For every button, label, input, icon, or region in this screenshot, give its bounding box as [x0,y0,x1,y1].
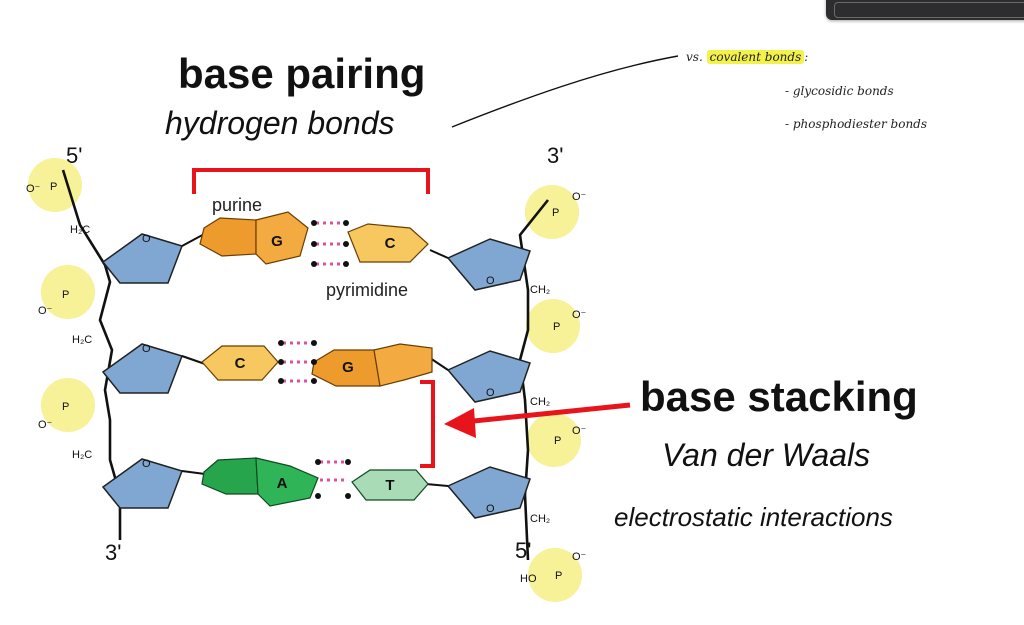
svg-text:H₂C: H₂C [70,224,90,236]
svg-text:H₂C: H₂C [72,334,92,346]
svg-text:P: P [553,321,560,333]
svg-text:P: P [554,435,561,447]
svg-text:P: P [62,289,69,301]
end-label-5-top: 5' [66,143,83,168]
svg-text:O: O [142,233,151,245]
svg-text:O: O [486,387,495,399]
base-letter: C [235,355,246,372]
pyrimidine-label: pyrimidine [326,280,408,300]
base-pairing-title: base pairing [178,50,426,97]
end-label-3-top: 3' [547,143,564,168]
base-letter: G [342,359,354,376]
phosphate-group [525,185,582,602]
pyrimidine-base-T [351,469,429,501]
handwritten-glycosidic: - glycosidic bonds [785,84,894,98]
svg-text:O⁻: O⁻ [572,191,587,203]
svg-text:O⁻: O⁻ [572,309,587,321]
pyrimidine-base-C [347,223,429,263]
base-stacking-title: base stacking [640,373,918,420]
handwritten-covalent-line: vs. covalent bonds: [686,50,809,64]
svg-text:O: O [486,275,495,287]
stacking-arrow [463,402,631,425]
sugar-ring [446,238,531,519]
purine-label: purine [212,195,262,215]
svg-text:O⁻: O⁻ [572,425,587,437]
svg-text:O⁻: O⁻ [26,183,41,195]
purine-base-G [199,211,309,265]
base-letter: C [385,235,396,252]
corner-window-bar [826,0,1024,20]
sugar-ring [101,233,183,509]
svg-text:CH₂: CH₂ [530,513,550,525]
svg-text:P: P [62,401,69,413]
chemical-labels: H₂C H₂C H₂C CH₂ CH₂ CH₂ O O O O O O P P … [26,181,587,585]
svg-text:CH₂: CH₂ [530,284,550,296]
svg-text:CH₂: CH₂ [530,396,550,408]
base-stacking-subtitle-2: electrostatic interactions [614,502,893,532]
base-stacking-subtitle: Van der Waals [662,437,871,473]
handwritten-highlight: covalent bonds [706,50,805,64]
svg-text:O⁻: O⁻ [572,551,587,563]
svg-text:O: O [142,458,151,470]
pairing-bracket [192,168,430,194]
purine-base-A [201,457,319,507]
hydrogen-bonds [283,221,346,482]
stacking-arrow-head [444,408,476,438]
svg-text:O⁻: O⁻ [38,305,53,317]
purine-base-G [311,343,433,387]
backbone-left [61,169,122,540]
svg-text:P: P [50,181,57,193]
base-pairing-subtitle: hydrogen bonds [165,105,395,141]
handwritten-phosphodiester: - phosphodiester bonds [785,117,928,131]
svg-text:O⁻: O⁻ [38,419,53,431]
bond-atoms [278,220,351,499]
base-letter: T [385,477,394,494]
end-label-3-bottom: 3' [105,540,122,565]
stacking-bracket [420,380,435,468]
end-label-5-bottom: 5' [515,538,531,563]
handwritten-pointer-stroke [451,55,679,128]
svg-text:P: P [552,207,559,219]
svg-text:O: O [142,343,151,355]
svg-text:O: O [486,503,495,515]
svg-text:HO: HO [520,573,537,585]
base-letter: A [277,475,288,492]
base-letter: G [271,233,283,250]
svg-text:P: P [555,570,562,582]
svg-text:H₂C: H₂C [72,449,92,461]
